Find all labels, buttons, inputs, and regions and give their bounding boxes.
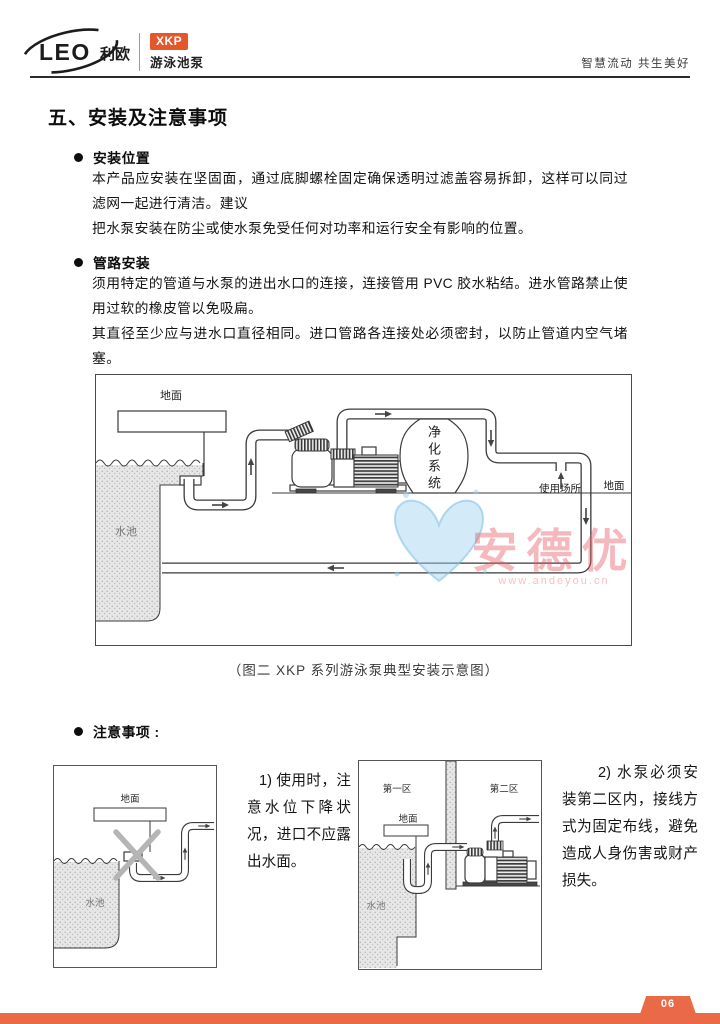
bullet-icon bbox=[74, 257, 83, 267]
pool-label: 水池 bbox=[115, 525, 137, 538]
prohibited-x-icon bbox=[113, 829, 161, 881]
purification-system-label: 净化系统 bbox=[426, 425, 441, 493]
water-surface bbox=[358, 844, 416, 850]
pump-volute bbox=[484, 856, 498, 882]
pump-volute bbox=[333, 458, 355, 488]
discharge-union bbox=[330, 448, 356, 460]
strainer-pot bbox=[464, 854, 486, 884]
watermark-droplet-icon bbox=[473, 489, 479, 495]
watermark-heart-icon bbox=[393, 499, 485, 583]
pump-foot bbox=[375, 488, 397, 494]
pool-water bbox=[359, 848, 416, 968]
heading-install-location: 安装位置 bbox=[74, 147, 150, 167]
ground-label: 地面 bbox=[398, 813, 417, 825]
inlet-union bbox=[284, 420, 314, 443]
pipe bbox=[129, 822, 214, 882]
watermark-droplet-icon bbox=[403, 492, 409, 498]
watermark-brand: 安德优 bbox=[472, 525, 634, 577]
installation-diagram: 地面 bbox=[95, 374, 632, 646]
motor-end-bell bbox=[526, 860, 537, 880]
pool-label: 水池 bbox=[85, 897, 105, 909]
ground-platform bbox=[117, 410, 227, 433]
note2-text: 2) 水泵必须安装第二区内，接线方式为固定布线，避免造成人身伤害或财产损失。 bbox=[562, 765, 698, 889]
heading-label: 管路安装 bbox=[93, 256, 151, 271]
suction-pipe-fill bbox=[184, 430, 296, 510]
heading-label: 注意事项 : bbox=[93, 725, 160, 740]
pump-foot bbox=[295, 488, 317, 494]
paragraph: 其直径至少应与进水口直径相同。进口管路各连接处必须密封，以防止管道内空气堵塞。 bbox=[92, 326, 628, 366]
discharge-pipe-fill bbox=[162, 409, 591, 573]
note2-drawing: 第一区 第二区 地面 bbox=[358, 760, 540, 968]
header-rule bbox=[30, 76, 690, 78]
water-surface bbox=[53, 858, 118, 864]
footer-bar bbox=[0, 1013, 720, 1024]
note1-text: 1) 使用时，注意水位下降状况，进口不应露出水面。 bbox=[247, 773, 351, 870]
ground-label-top: 地面 bbox=[160, 389, 182, 402]
dividing-wall bbox=[445, 760, 457, 890]
watermark-droplet-icon bbox=[483, 569, 487, 573]
heading-piping: 管路安装 bbox=[74, 252, 150, 272]
suction-pipe-fill bbox=[404, 844, 467, 893]
heading-label: 安装位置 bbox=[93, 151, 151, 166]
watermark-droplet-icon bbox=[394, 571, 400, 577]
water-surface bbox=[96, 459, 201, 467]
page-number-tab: 06 bbox=[640, 996, 696, 1014]
watermark: 安德优 www.andeyou.cn bbox=[393, 489, 634, 587]
pool-water bbox=[54, 862, 119, 948]
series-badge: XKP bbox=[150, 33, 189, 50]
note1-diagram: 地面 水池 bbox=[53, 765, 217, 968]
purification-tank bbox=[399, 418, 469, 494]
pump-illustration bbox=[462, 840, 538, 887]
terminal-box bbox=[502, 850, 514, 858]
suction-pipe bbox=[183, 429, 296, 511]
logo-swoosh-icon bbox=[24, 28, 119, 74]
series-name: 游泳池泵 bbox=[150, 56, 205, 70]
header-tagline: 智慧流动 共生美好 bbox=[581, 58, 690, 70]
motor-body bbox=[496, 856, 528, 884]
paragraph: 须用特定的管道与水泵的进出水口的连接，连接管用 PVC 胶水粘结。进水管路禁止使… bbox=[92, 276, 628, 316]
note1-drawing: 地面 水池 bbox=[53, 793, 214, 949]
install-location-paragraphs: 本产品应安装在坚固面，通过底脚螺栓固定确保透明过滤盖容易拆卸，这样可以同过滤网一… bbox=[92, 166, 628, 241]
pipe-fill bbox=[130, 823, 214, 881]
ground-platform bbox=[383, 824, 429, 837]
terminal-box bbox=[361, 446, 377, 456]
leo-logo: LEO 利欧 bbox=[24, 28, 130, 74]
installation-diagram-drawing: 地面 bbox=[96, 389, 634, 622]
discharge-union bbox=[486, 840, 504, 851]
note2-diagram: 第一区 第二区 地面 bbox=[358, 760, 542, 970]
strainer-lid-ring bbox=[294, 438, 330, 452]
ground-label-right: 地面 bbox=[604, 479, 625, 492]
heading-notes: 注意事项 : bbox=[74, 721, 160, 741]
watermark-url: www.andeyou.cn bbox=[497, 575, 609, 587]
strainer-pot bbox=[291, 448, 333, 488]
zone2-label: 第二区 bbox=[490, 783, 519, 795]
bullet-icon bbox=[74, 152, 83, 162]
motor-body bbox=[353, 454, 399, 488]
figure-caption: （图二 XKP 系列游泳泵典型安装示意图） bbox=[227, 663, 500, 678]
header-divider bbox=[139, 33, 140, 71]
logo-text: LEO bbox=[39, 39, 91, 65]
pool-water bbox=[96, 465, 203, 621]
piping-paragraphs: 须用特定的管道与水泵的进出水口的连接，连接管用 PVC 胶水粘结。进水管路禁止使… bbox=[92, 271, 628, 371]
bullet-icon bbox=[74, 726, 83, 736]
paragraph: 本产品应安装在坚固面，通过底脚螺栓固定确保透明过滤盖容易拆卸，这样可以同过滤网一… bbox=[92, 171, 628, 211]
pump-illustration bbox=[284, 420, 411, 494]
paragraph: 把水泵安装在防尘或使水泵免受任何对功率和运行安全有影响的位置。 bbox=[92, 221, 533, 236]
strainer-lid-ring bbox=[466, 847, 484, 857]
logo-cn-text: 利欧 bbox=[100, 45, 130, 63]
usage-place-label: 使用场所 bbox=[539, 482, 581, 495]
ground-platform bbox=[93, 807, 167, 822]
pool-label: 水池 bbox=[366, 900, 386, 912]
section-title: 五、安装及注意事项 bbox=[48, 108, 229, 129]
pool-outline bbox=[54, 861, 120, 949]
ground-label: 地面 bbox=[120, 793, 139, 805]
zone1-label: 第一区 bbox=[383, 783, 412, 795]
